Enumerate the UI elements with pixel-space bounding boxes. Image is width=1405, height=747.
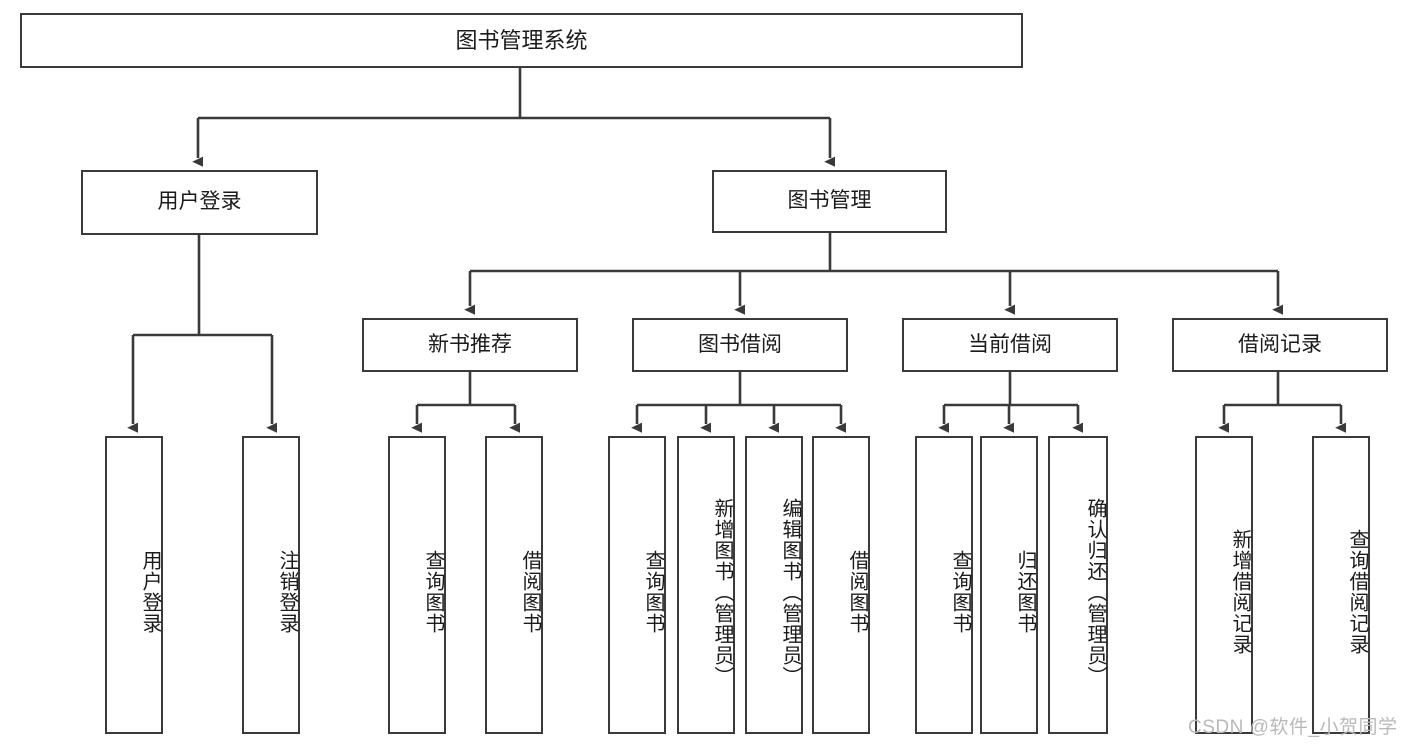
node-current-borrow[interactable]: 当前借阅 <box>902 318 1118 372</box>
leaf-borrow-book[interactable]: 借阅图书 <box>812 436 870 734</box>
node-label: 查询图书 <box>422 550 444 634</box>
node-book-management[interactable]: 图书管理 <box>712 170 947 233</box>
node-label: 归还图书 <box>1014 550 1036 634</box>
node-label: 借阅记录 <box>1238 332 1322 356</box>
leaf-query-book-current[interactable]: 查询图书 <box>915 436 973 734</box>
node-label: 查询借阅记录 <box>1346 529 1368 655</box>
leaf-query-borrow-record[interactable]: 查询借阅记录 <box>1312 436 1370 734</box>
node-label: 查询图书 <box>642 550 664 634</box>
node-new-book-recommend[interactable]: 新书推荐 <box>362 318 578 372</box>
node-label: 借阅图书 <box>519 550 541 634</box>
node-label: 编辑图书（管理员） <box>779 497 801 687</box>
node-root-system[interactable]: 图书管理系统 <box>20 13 1023 68</box>
leaf-edit-book-admin[interactable]: 编辑图书（管理员） <box>745 436 803 734</box>
watermark-text: CSDN @软件_小贺同学 <box>1188 717 1398 738</box>
node-label: 新书推荐 <box>428 332 512 356</box>
node-user-login[interactable]: 用户登录 <box>81 170 318 235</box>
node-label: 图书管理 <box>787 189 872 213</box>
leaf-return-book[interactable]: 归还图书 <box>980 436 1038 734</box>
node-borrow-record[interactable]: 借阅记录 <box>1172 318 1388 372</box>
node-label: 用户登录 <box>139 550 161 634</box>
node-label: 确认归还（管理员） <box>1084 497 1106 687</box>
leaf-borrow-book-recommend[interactable]: 借阅图书 <box>485 436 543 734</box>
node-book-borrow[interactable]: 图书借阅 <box>632 318 848 372</box>
node-label: 当前借阅 <box>968 332 1052 356</box>
leaf-query-book-recommend[interactable]: 查询图书 <box>388 436 446 734</box>
leaf-user-login[interactable]: 用户登录 <box>105 436 163 734</box>
leaf-confirm-return-admin[interactable]: 确认归还（管理员） <box>1048 436 1108 734</box>
node-label: 图书管理系统 <box>455 27 588 53</box>
leaf-add-borrow-record[interactable]: 新增借阅记录 <box>1195 436 1253 734</box>
node-label: 用户登录 <box>157 190 242 214</box>
leaf-query-book-borrow[interactable]: 查询图书 <box>608 436 666 734</box>
node-label: 新增图书（管理员） <box>711 497 733 687</box>
leaf-add-book-admin[interactable]: 新增图书（管理员） <box>677 436 735 734</box>
node-label: 注销登录 <box>276 550 298 634</box>
node-label: 图书借阅 <box>698 332 782 356</box>
leaf-logout[interactable]: 注销登录 <box>242 436 300 734</box>
node-label: 新增借阅记录 <box>1229 529 1251 655</box>
node-label: 借阅图书 <box>846 550 868 634</box>
node-label: 查询图书 <box>949 550 971 634</box>
